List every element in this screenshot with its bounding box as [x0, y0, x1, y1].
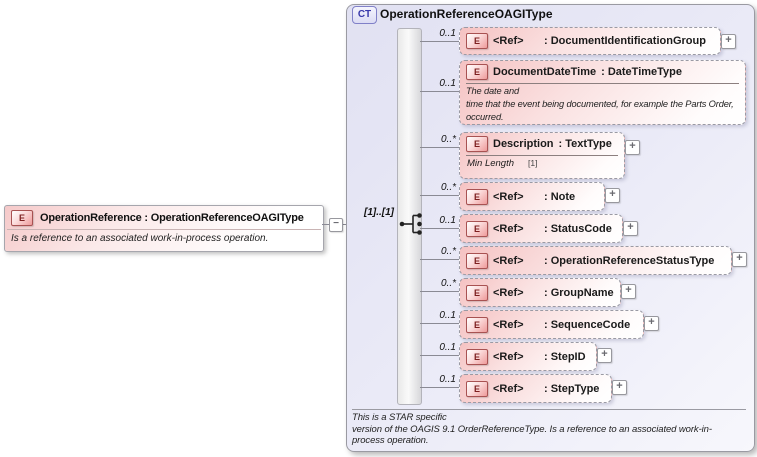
element-icon: E	[466, 188, 488, 205]
element-icon: E	[466, 284, 488, 301]
expand-button[interactable]: +	[625, 140, 640, 155]
cardinality-label: 0..*	[440, 134, 456, 145]
branch-line	[420, 91, 459, 92]
branch-line	[420, 228, 459, 229]
branch-line	[420, 387, 459, 388]
element-status-code[interactable]: E <Ref> : StatusCode	[459, 214, 623, 243]
ct-annotation: process operation.	[352, 435, 429, 446]
divider	[352, 409, 746, 410]
element-name: <Ref>	[493, 222, 524, 235]
cardinality-label: 0..*	[440, 182, 456, 193]
element-group-name[interactable]: E <Ref> : GroupName	[459, 278, 621, 307]
cardinality-label: 0..1	[439, 342, 456, 353]
element-type: : StepType	[544, 382, 600, 395]
expand-button[interactable]: +	[721, 34, 736, 49]
element-annotation: time that the event being documented, fo…	[466, 98, 734, 109]
element-document-identification-group[interactable]: E <Ref> : DocumentIdentificationGroup	[459, 27, 721, 55]
element-name: <Ref>	[493, 35, 524, 47]
cardinality-label: 0..1	[439, 78, 456, 89]
branch-line	[420, 259, 459, 260]
element-type: : SequenceCode	[544, 318, 631, 331]
element-name: <Ref>	[493, 350, 524, 363]
element-icon: E	[466, 64, 488, 80]
element-name: <Ref>	[493, 286, 524, 299]
branch-line	[420, 323, 459, 324]
branch-line	[420, 41, 459, 42]
element-icon: E	[466, 380, 488, 397]
element-operation-reference-status[interactable]: E <Ref> : OperationReferenceStatusType	[459, 246, 732, 275]
element-type: : TextType	[558, 138, 612, 150]
element-icon: E	[466, 316, 488, 333]
element-name: <Ref>	[493, 254, 524, 267]
sequence-compositor-icon[interactable]	[398, 211, 425, 242]
expand-button[interactable]: +	[623, 221, 638, 236]
complex-type-badge: CT	[352, 6, 377, 24]
element-title: OperationReference : OperationReferenceO…	[40, 212, 304, 224]
element-operation-reference[interactable]: E OperationReference : OperationReferenc…	[4, 205, 324, 252]
element-note[interactable]: E <Ref> : Note	[459, 182, 605, 211]
element-type: : Note	[544, 190, 576, 203]
element-type: : OperationReferenceStatusType	[544, 254, 715, 267]
branch-line	[420, 355, 459, 356]
cardinality-label: 0..*	[440, 278, 456, 289]
element-name: <Ref>	[493, 382, 524, 395]
element-icon: E	[466, 136, 488, 152]
facet-name: Min Length	[467, 158, 515, 169]
cardinality-label: 0..1	[439, 215, 456, 226]
ct-annotation: version of the OAGIS 9.1 OrderReferenceT…	[352, 423, 712, 435]
facet-row: Min Length [1]	[460, 156, 624, 169]
cardinality-label: 0..1	[439, 28, 456, 39]
cardinality-label: 0..1	[439, 374, 456, 385]
element-icon: E	[466, 220, 488, 237]
element-header: E OperationReference : OperationReferenc…	[5, 206, 323, 228]
connector-cardinality: [1]..[1]	[364, 207, 394, 218]
element-annotation: Is a reference to an associated work-in-…	[11, 233, 269, 244]
branch-line	[420, 195, 459, 196]
divider	[466, 155, 618, 156]
complex-type-title: OperationReferenceOAGIType	[380, 7, 553, 21]
element-step-id[interactable]: E <Ref> : StepID	[459, 342, 597, 371]
element-name: <Ref>	[493, 190, 524, 203]
element-type: : DateTimeType	[601, 66, 683, 78]
cardinality-label: 0..*	[440, 246, 456, 257]
element-name: Description	[493, 138, 554, 150]
expand-button[interactable]: +	[597, 348, 612, 363]
element-description[interactable]: E Description : TextType Min Length [1]	[459, 132, 625, 179]
element-type: : DocumentIdentificationGroup	[544, 35, 706, 47]
element-icon: E	[11, 210, 33, 226]
element-type: : StatusCode	[544, 222, 612, 235]
element-icon: E	[466, 252, 488, 269]
expand-button[interactable]: +	[732, 252, 747, 267]
element-name: DocumentDateTime	[493, 66, 597, 78]
element-sequence-code[interactable]: E <Ref> : SequenceCode	[459, 310, 644, 339]
cardinality-label: 0..1	[439, 310, 456, 321]
element-document-date-time[interactable]: E DocumentDateTime : DateTimeType The da…	[459, 60, 746, 125]
expand-button[interactable]: +	[621, 284, 636, 299]
element-icon: E	[466, 33, 488, 49]
expand-button[interactable]: +	[605, 188, 620, 203]
divider	[7, 229, 321, 230]
element-annotation: The date and	[466, 86, 519, 96]
divider	[466, 83, 739, 84]
collapse-button[interactable]: −	[329, 218, 343, 232]
element-icon: E	[466, 348, 488, 365]
branch-line	[420, 147, 459, 148]
facet-value: [1]	[528, 158, 538, 168]
ct-annotation: This is a STAR specific	[352, 412, 447, 423]
element-type: : StepID	[544, 350, 586, 363]
element-type: : GroupName	[544, 286, 614, 299]
element-name: <Ref>	[493, 318, 524, 331]
element-annotation: occurred.	[466, 111, 504, 122]
expand-button[interactable]: +	[612, 380, 627, 395]
branch-line	[420, 291, 459, 292]
expand-button[interactable]: +	[644, 316, 659, 331]
element-step-type[interactable]: E <Ref> : StepType	[459, 374, 612, 403]
